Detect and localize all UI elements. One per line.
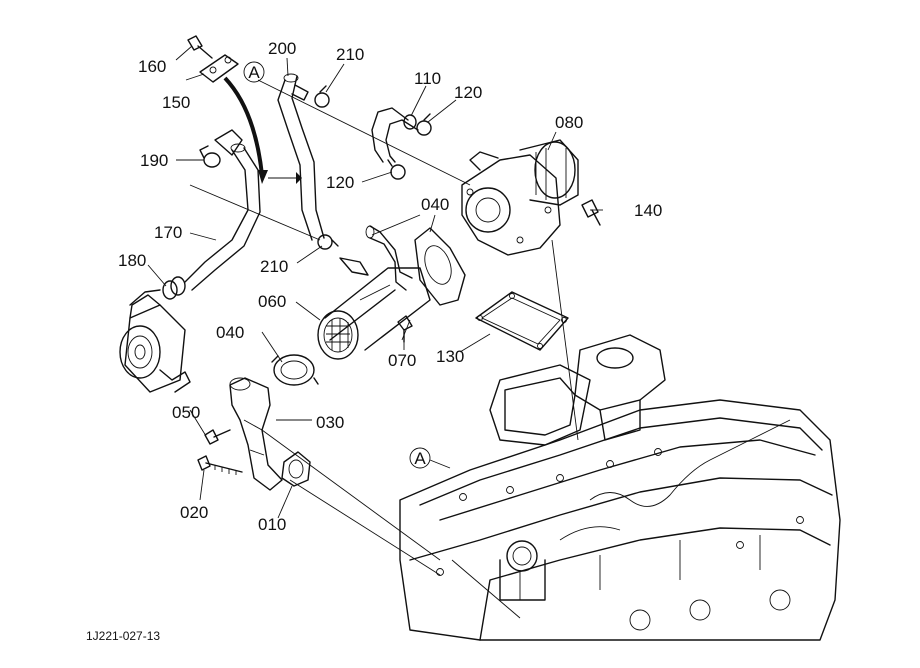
label-150: 150 [162, 93, 190, 112]
part-120-clamp-upper [416, 113, 432, 136]
engine-block [399, 334, 841, 641]
label-160: 160 [138, 57, 166, 76]
label-050: 050 [172, 403, 200, 422]
svg-text:A: A [248, 63, 260, 82]
label-200: 200 [268, 39, 296, 58]
part-130-gasket [475, 291, 569, 351]
assembly-arrow [223, 76, 302, 184]
egr-pipe [365, 107, 419, 291]
part-050-bolt [204, 429, 231, 445]
part-170-hose [184, 129, 261, 291]
part-210-clamp-upper [314, 85, 330, 108]
part-140-bolt [581, 199, 601, 226]
label-140: 140 [634, 201, 662, 220]
label-040-upper: 040 [421, 195, 449, 214]
part-040-gasket-upper [414, 227, 466, 306]
part-160-bolt [187, 35, 213, 59]
leader-lines [147, 45, 603, 519]
label-030: 030 [316, 413, 344, 432]
guide-lines [189, 79, 579, 619]
label-070: 070 [388, 351, 416, 370]
part-labels: 160 150 200 210 110 120 080 190 120 040 … [118, 39, 662, 534]
part-210-clamp-lower [317, 234, 369, 276]
part-120-clamp-lower [387, 159, 406, 180]
reference-marker-a-bottom: A [409, 447, 451, 469]
label-210-upper: 210 [336, 45, 364, 64]
label-060: 060 [258, 292, 286, 311]
part-030-elbow [229, 377, 283, 491]
label-020: 020 [180, 503, 208, 522]
drawing-code: 1J221-027-13 [86, 629, 160, 643]
label-210-lower: 210 [260, 257, 288, 276]
part-020-bolt [197, 455, 243, 475]
part-200-hose [277, 73, 325, 241]
part-110-hose [403, 114, 417, 130]
label-130: 130 [436, 347, 464, 366]
part-150-bracket [199, 54, 239, 83]
label-110: 110 [414, 69, 441, 88]
part-060-egr-cooler [317, 267, 431, 360]
label-190: 190 [140, 151, 168, 170]
part-080-egr-valve [461, 139, 579, 256]
part-180-clamp [129, 276, 186, 306]
label-010: 010 [258, 515, 286, 534]
svg-text:A: A [414, 449, 426, 468]
reference-marker-a-top: A [243, 61, 265, 83]
label-180: 180 [118, 251, 146, 270]
label-120-upper: 120 [454, 83, 482, 102]
label-170: 170 [154, 223, 182, 242]
label-120-lower: 120 [326, 173, 354, 192]
label-080: 080 [555, 113, 583, 132]
part-190-clamp [199, 145, 221, 168]
part-040-gasket-lower [271, 354, 319, 386]
part-010-gasket [281, 451, 311, 487]
label-040-lower: 040 [216, 323, 244, 342]
oil-cooler [119, 294, 191, 393]
